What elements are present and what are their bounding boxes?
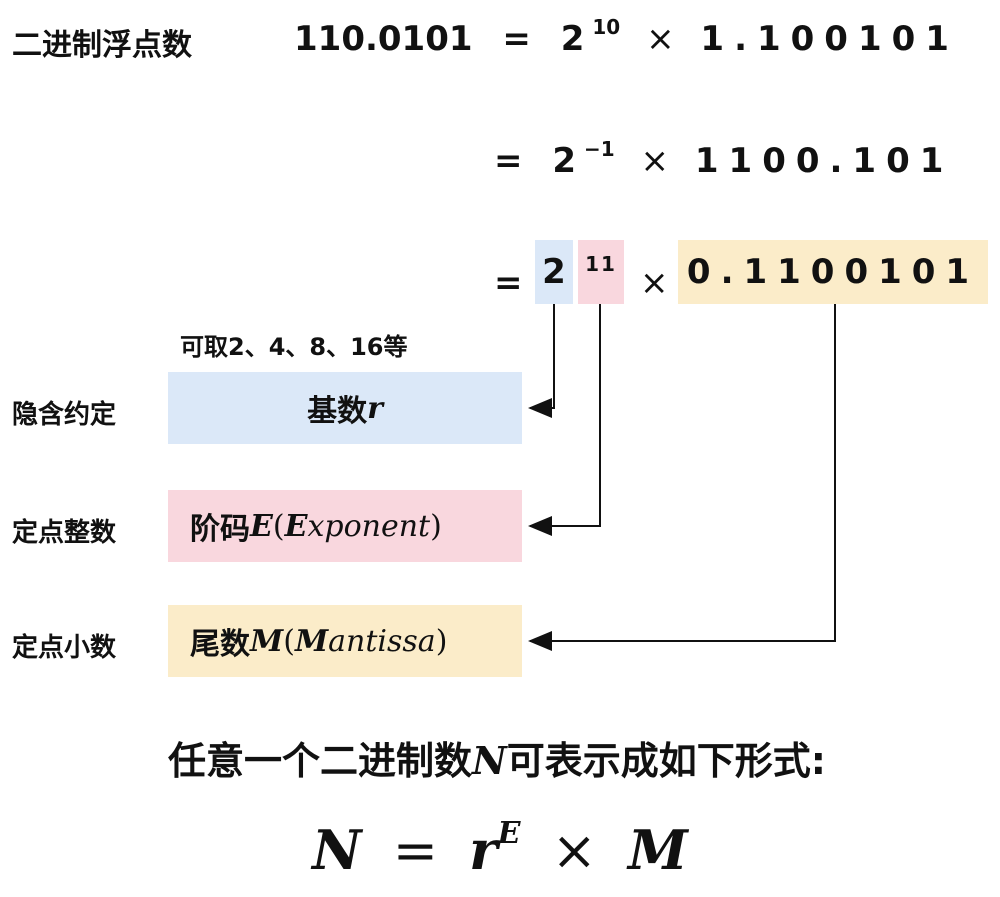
statement-before: 任意一个二进制数	[168, 739, 473, 783]
statement-after: 可表示成如下形式:	[506, 739, 826, 783]
equals-sign: =	[494, 141, 523, 181]
mantissa-symbol: M	[250, 623, 284, 659]
statement-var: N	[472, 738, 507, 783]
exponent-connector	[528, 304, 601, 536]
exponent-symbol: E	[250, 508, 273, 544]
exponent-value: 10	[592, 15, 621, 39]
equation-line-1: 110.0101 = 2 10 × 1.100101	[294, 17, 959, 59]
mantissa-value: 0.1100101	[686, 252, 980, 292]
formula-lhs: N	[312, 818, 362, 882]
base-value: 2	[560, 19, 585, 59]
formula-mantissa: M	[628, 818, 688, 882]
exponent-full-initial: E	[284, 508, 308, 544]
formula-times: ×	[551, 819, 597, 882]
mantissa-value: 1100.101	[694, 141, 954, 181]
general-statement: 任意一个二进制数N可表示成如下形式:	[168, 730, 826, 785]
times-sign: ×	[640, 263, 669, 303]
label-fixed-integer: 定点整数	[12, 518, 117, 548]
page-title: 二进制浮点数	[12, 28, 192, 63]
label-implicit: 隐含约定	[12, 400, 117, 430]
formula-base: r	[469, 818, 498, 882]
base-highlight: 2	[535, 240, 573, 304]
label-fixed-fraction: 定点小数	[12, 633, 117, 663]
general-formula: N = rE × M	[0, 816, 1000, 882]
equation-lhs: 110.0101	[294, 19, 473, 59]
mantissa-connector	[528, 304, 836, 651]
base-value: 2	[552, 141, 577, 181]
mantissa-cn-label: 尾数	[190, 627, 250, 662]
base-options-note: 可取2、4、8、16等	[180, 333, 408, 361]
mantissa-full-initial: M	[294, 623, 329, 659]
equals-sign-line-3: =	[494, 263, 523, 303]
close-paren: )	[435, 623, 448, 659]
exponent-full-rest: xponent	[307, 508, 431, 544]
times-sign: ×	[640, 141, 670, 181]
times-sign: ×	[646, 19, 675, 59]
formula-eq: =	[392, 819, 438, 882]
open-paren: (	[272, 508, 285, 544]
exponent-value: −1	[584, 137, 615, 161]
exponent-value: 11	[585, 252, 617, 276]
base-value: 2	[542, 252, 566, 292]
mantissa-value: 1.100101	[700, 19, 959, 59]
base-cn-label: 基数	[307, 394, 368, 429]
formula-exp: E	[497, 816, 521, 851]
exponent-cn-label: 阶码	[190, 512, 250, 547]
equation-line-2: = 2 −1 × 1100.101	[494, 139, 954, 181]
base-symbol: r	[367, 390, 383, 426]
equals-sign: =	[502, 19, 531, 59]
open-paren: (	[283, 623, 295, 659]
base-connector	[528, 304, 555, 418]
exponent-highlight: 11	[578, 240, 624, 304]
mantissa-highlight: 0.1100101	[678, 240, 988, 304]
close-paren: )	[430, 508, 442, 544]
mantissa-full-rest: antissa	[328, 623, 436, 659]
